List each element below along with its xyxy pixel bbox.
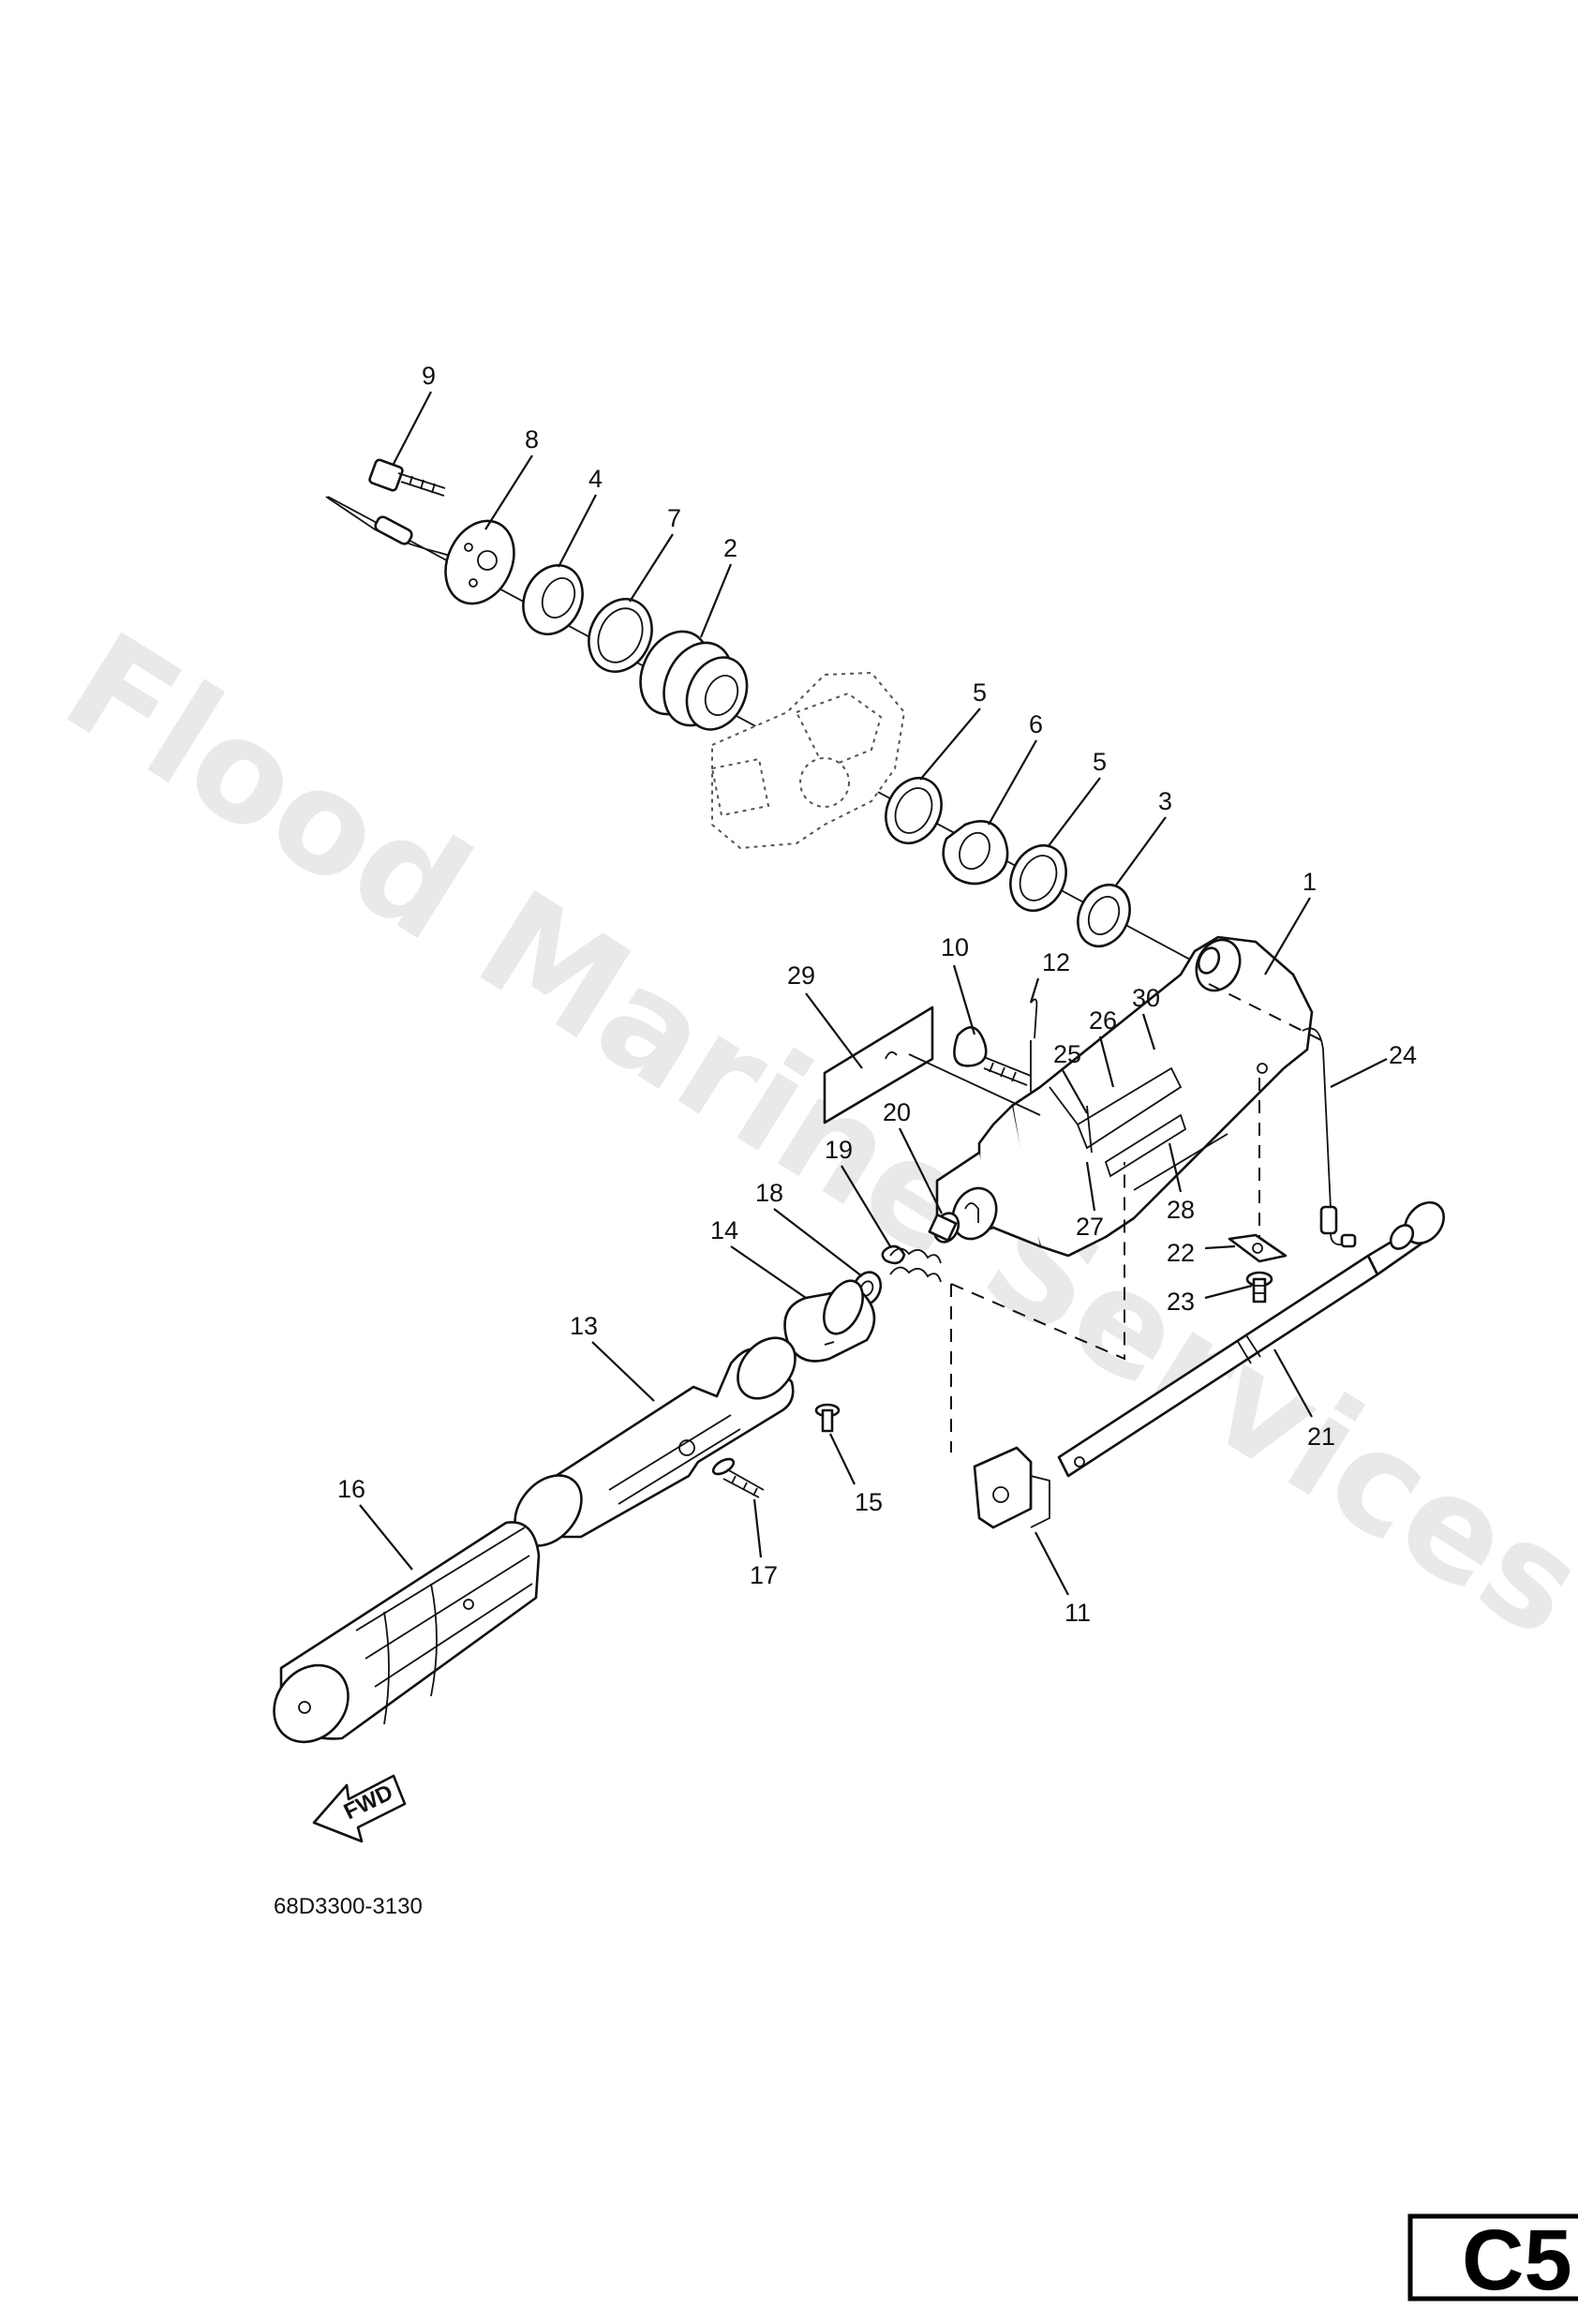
callout-21: 21 [1307,1423,1335,1451]
page-ref-box: C5 [1407,2212,1578,2308]
part-22-plate [1228,1233,1288,1263]
diagram-code: 68D3300-3130 [274,1894,423,1919]
cable-end [374,515,413,545]
callout-25: 25 [1053,1040,1081,1068]
callout-4: 4 [588,465,603,493]
part-23-screw [1245,1271,1273,1304]
part-2-bushing [639,630,749,731]
callout-11: 11 [1064,1599,1091,1627]
part-11-clamp [973,1446,1050,1529]
part-3-bushing [1077,883,1131,948]
part-24-stop-switch-wire [1302,1027,1357,1248]
fwd-arrow: FWD [312,1774,407,1843]
callout-29: 29 [787,961,815,990]
part-4-collar [522,564,584,635]
part-17-screw [711,1457,765,1498]
callout-24: 24 [1389,1041,1417,1069]
callout-27: 27 [1076,1213,1104,1241]
callout-26: 26 [1089,1006,1117,1035]
callout-1: 1 [1303,868,1317,896]
callout-5-lower: 5 [1093,748,1107,776]
part-20-bushing [928,1212,960,1244]
part-1-tiller-handle [935,935,1322,1258]
callout-17: 17 [750,1561,778,1589]
callout-6: 6 [1029,710,1043,738]
callout-14: 14 [710,1216,738,1244]
callout-13: 13 [570,1312,598,1340]
decal-29-leader-link [908,1053,1041,1116]
callout-7: 7 [667,504,681,532]
part-7-o-ring [588,598,653,673]
callout-12: 12 [1042,948,1070,976]
part-15-screw [814,1403,841,1433]
part-5-washer-lower [1009,843,1067,913]
callout-19: 19 [825,1136,853,1164]
callout-9: 9 [422,362,436,390]
callout-18: 18 [755,1179,783,1207]
part-11-dashed-guide [950,1162,1125,1452]
part-5-washer-upper [885,776,943,845]
callout-2: 2 [723,534,737,562]
part-9-bolt [368,458,446,497]
callout-15: 15 [855,1488,883,1516]
part-6-lock-ring [942,820,1009,886]
part-16-grip [273,1521,541,1744]
callout-10: 10 [941,933,969,961]
part-8-plate [444,519,515,605]
part-10-friction-knob [953,1026,1032,1086]
part-12-pin [1030,998,1038,1092]
part-21-throttle-rod [1057,1200,1445,1478]
part-13-throttle-shaft [514,1336,796,1547]
callout-5-upper: 5 [973,678,987,707]
callout-28: 28 [1167,1196,1195,1224]
callout-23: 23 [1167,1288,1195,1316]
callout-8: 8 [525,425,539,454]
steering-bracket-ghost [710,671,906,850]
callout-30: 30 [1132,984,1160,1012]
callout-22: 22 [1167,1239,1195,1267]
callout-20: 20 [883,1098,911,1126]
callout-3: 3 [1158,787,1172,815]
callouts: 9 8 4 7 2 5 6 5 3 1 24 29 10 [337,362,1417,1627]
callout-16: 16 [337,1475,365,1503]
part-29-decal [823,1006,934,1125]
part-19-spring [881,1244,942,1283]
part-14-throttle-collar [783,1279,876,1363]
page-ref-label: C5 [1462,2212,1572,2308]
